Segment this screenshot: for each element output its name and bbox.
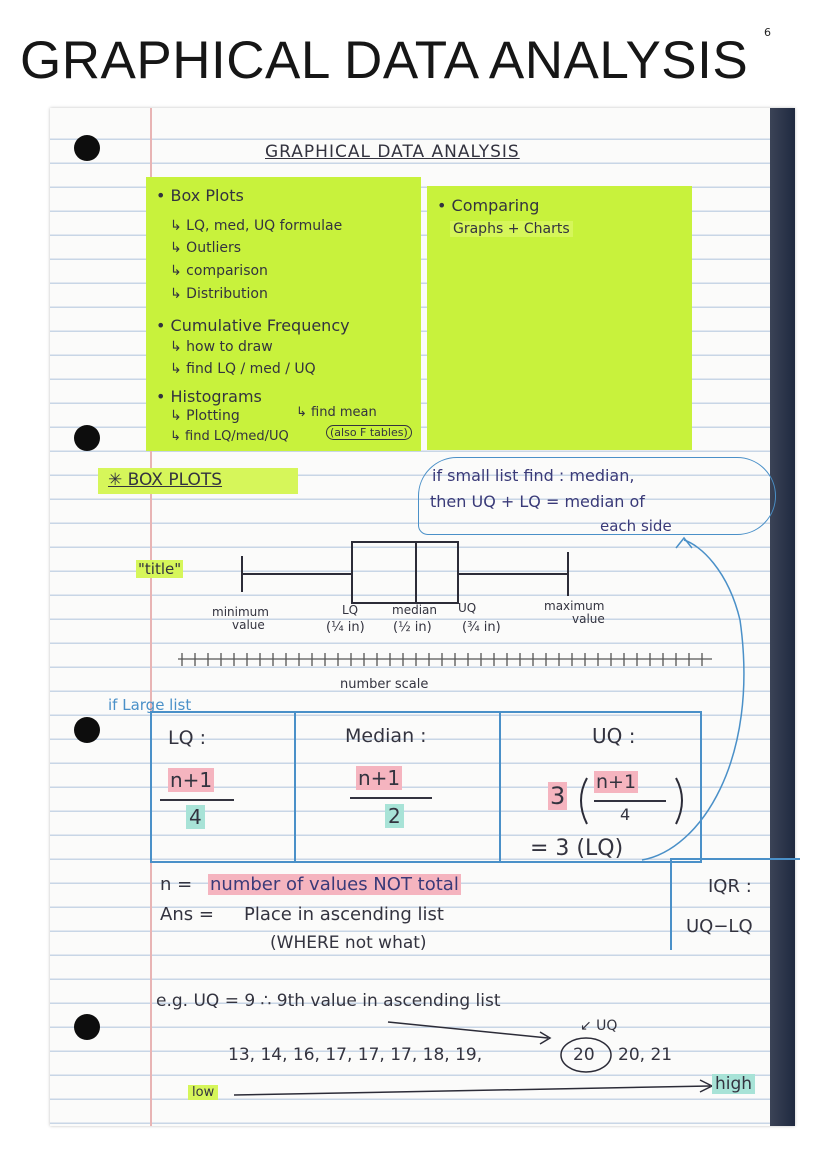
bubble-line-1: if small list find : median, [432,466,635,485]
label-median: median [392,603,437,617]
example-tail: 20, 21 [618,1045,673,1065]
topic-distribution: ↳ Distribution [170,286,268,302]
lq-fraction-bar [160,799,234,801]
box-plot-box [351,541,459,604]
iqr-box [670,858,800,950]
topic-also-f-tables: (also F tables) [326,425,412,440]
sticky-note-topics [146,177,421,451]
label-uq: UQ [458,601,477,615]
topic-cumulative-frequency: • Cumulative Frequency [156,316,350,335]
bubble-line-2: then UQ + LQ = median of [430,492,645,511]
topic-comparison: ↳ comparison [170,263,268,279]
speech-bubble [418,457,776,535]
table-divider [499,711,501,863]
paren-right [675,777,683,825]
uq-marker: ↙ UQ [580,1018,618,1034]
topic-find-quartiles: ↳ find LQ / med / UQ [170,361,316,377]
if-large-list: if Large list [108,696,192,714]
ans-where: (WHERE not what) [270,933,427,953]
topic-how-to-draw: ↳ how to draw [170,339,273,355]
topic-box-plots: • Box Plots [156,186,244,205]
label-minimum-value: value [232,618,265,632]
ans-text: Place in ascending list [244,904,444,925]
lq-denominator: 4 [186,805,205,829]
topic-graphs-charts: Graphs + Charts [450,221,573,237]
n-definition: number of values NOT total [208,874,461,895]
label-lq: LQ [342,603,359,617]
topic-outliers: ↳ Outliers [170,240,242,256]
label-maximum-value: value [572,612,605,626]
heading-highlight [98,468,298,494]
label-low: low [188,1085,219,1100]
label-median-fraction: (½ in) [393,620,432,635]
iqr-label: IQR : [708,876,752,897]
uq-equals-3lq: = 3 (LQ) [530,836,624,861]
topic-histograms: • Histograms [156,387,262,406]
n-prefix: n = [160,874,193,895]
low-high-arrow [233,1085,711,1096]
page-number: 6 [764,26,771,39]
topic-comparing: • Comparing [437,196,540,215]
example-sequence: 13, 14, 16, 17, 17, 17, 18, 19, [228,1045,483,1065]
margin-line [150,108,152,1126]
label-high: high [712,1074,756,1094]
pointer-arrow-head [539,1031,552,1045]
uq-denominator: 4 [620,805,631,824]
binder-hole [74,425,100,451]
diagram-title: "title" [136,560,184,578]
example-line: e.g. UQ = 9 ∴ 9th value in ascending lis… [156,991,501,1011]
uq-coefficient: 3 [548,782,568,810]
circle-20 [560,1037,612,1073]
topic-formulae: ↳ LQ, med, UQ formulae [170,218,343,234]
bubble-line-3: each side [600,517,672,535]
uq-fraction-bar [594,800,666,802]
topic-plotting: ↳ Plotting [170,408,240,424]
median-numerator: n+1 [356,766,403,790]
lq-heading: LQ : [168,727,206,749]
uq-heading: UQ : [592,724,636,748]
pointer-arrow [387,1021,549,1039]
page-title: GRAPHICAL DATA ANALYSIS [20,31,749,90]
number-scale-axis [178,653,712,666]
median-denominator: 2 [385,804,404,828]
median-heading: Median : [345,725,427,747]
label-minimum: minimum [212,605,269,619]
lq-numerator: n+1 [168,768,215,792]
ans-prefix: Ans = [160,904,214,925]
binder-hole [74,135,100,161]
curved-arrow-head [675,536,693,549]
box-plot [241,541,569,604]
label-number-scale: number scale [340,677,429,692]
label-lq-fraction: (¼ in) [326,620,365,635]
binder-hole [74,1014,100,1040]
example-circled-value: 20 [573,1045,595,1065]
label-maximum: maximum [544,599,605,613]
note-title: GRAPHICAL DATA ANALYSIS [265,142,520,162]
topic-find-lq-med-uq: ↳ find LQ/med/UQ [170,429,289,444]
label-uq-fraction: (¾ in) [462,620,501,635]
topic-find-mean: ↳ find mean [296,405,377,420]
box-plots-heading: ✳ BOX PLOTS [108,470,223,490]
curved-arrow [641,539,745,861]
uq-numerator: n+1 [594,771,639,793]
paren-left [580,777,588,825]
iqr-formula: UQ−LQ [686,916,753,937]
quartile-table [150,711,702,863]
notebook-edge [770,108,795,1126]
table-divider [294,711,296,863]
binder-hole [74,717,100,743]
median-fraction-bar [350,797,432,799]
